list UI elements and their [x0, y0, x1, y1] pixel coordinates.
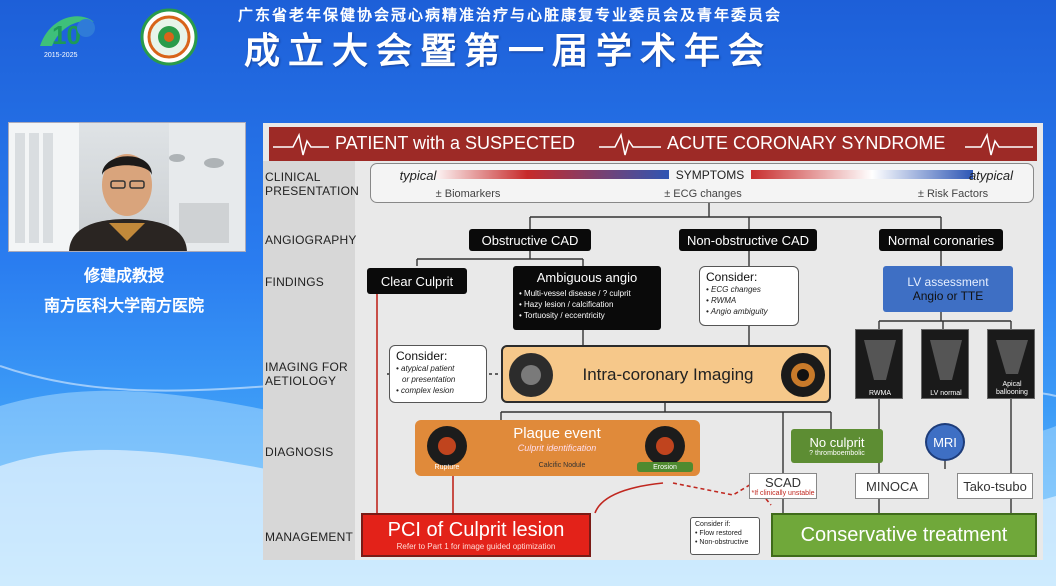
- ecg-changes-label: ± ECG changes: [664, 188, 742, 200]
- typical-gradient-bar: [431, 170, 671, 179]
- echo-image-lv-normal: LV normal: [921, 329, 969, 399]
- slide-title-left: PATIENT with a SUSPECTED: [335, 133, 576, 153]
- consider-item: • atypical patient: [396, 364, 455, 373]
- erosion-label: Erosion: [653, 463, 677, 471]
- consider-item: • Angio ambiguity: [706, 307, 768, 316]
- speaker-video-frame: [9, 123, 245, 251]
- intra-coronary-imaging-label: Intra-coronary Imaging: [582, 365, 754, 384]
- row-label-column: [263, 161, 355, 560]
- consider-findings-box: Consider: • ECG changes • RWMA • Angio a…: [699, 266, 799, 326]
- rupture-label: Rupture: [434, 463, 460, 471]
- echo-image-apical-ballooning: Apical ballooning: [987, 329, 1035, 399]
- speaker-video: [8, 122, 246, 252]
- ambiguous-item: • Tortuosity / eccentricity: [519, 311, 605, 320]
- symptoms-label: SYMPTOMS: [669, 167, 751, 183]
- conference-header: 10 2015-2025 广东省老年保健协会冠心病精准治疗与心脏康复专业委员会及…: [0, 0, 1056, 72]
- plaque-event-subtitle: Culprit identification: [517, 443, 597, 453]
- consider-item: • ECG changes: [706, 285, 761, 294]
- ecg-trace-icon: [273, 132, 1033, 156]
- slide-title-bar: PATIENT with a SUSPECTED ACUTE CORONARY …: [269, 127, 1037, 161]
- ambiguous-angio-box: Ambiguous angio • Multi-vessel disease /…: [513, 266, 661, 330]
- minoca-box: MINOCA: [855, 473, 929, 499]
- non-obstructive-cad-box: Non-obstructive CAD: [679, 229, 817, 251]
- consider-item: • RWMA: [706, 296, 737, 305]
- consider-item: or presentation: [402, 375, 456, 384]
- symptoms-atypical-label: atypical: [968, 167, 1014, 183]
- lv-assessment-box: LV assessment Angio or TTE: [883, 266, 1013, 312]
- pci-culprit-lesion-box: PCI of Culprit lesion Refer to Part 1 fo…: [361, 513, 591, 557]
- consider-imaging-box: Consider: • atypical patient or presenta…: [389, 345, 487, 403]
- ambiguous-item: • Hazy lesion / calcification: [519, 300, 614, 309]
- tako-tsubo-box: Tako-tsubo: [957, 473, 1033, 499]
- oct-image-icon: [509, 353, 825, 397]
- no-culprit-box: No culprit ? thromboembolic: [791, 429, 883, 463]
- slide-title-right: ACUTE CORONARY SYNDROME: [667, 133, 946, 153]
- consider-item: • Flow restored: [695, 530, 742, 537]
- speaker-affiliation: 南方医科大学南方医院: [43, 296, 204, 315]
- normal-coronaries-box: Normal coronaries: [879, 229, 1003, 251]
- association-seal-logo: [140, 8, 198, 66]
- presentation-slide: PATIENT with a SUSPECTED ACUTE CORONARY …: [263, 123, 1043, 560]
- conference-title: 成立大会暨第一届学术年会: [244, 31, 773, 72]
- row-label-findings: FINDINGS: [265, 275, 324, 289]
- plaque-oct-icon: [427, 426, 693, 472]
- row-label-imaging: IMAGING FOR AETIOLOGY: [265, 360, 348, 388]
- atypical-gradient-bar: [749, 170, 973, 179]
- consider-item: • complex lesion: [396, 386, 454, 395]
- row-label-clinical: CLINICAL PRESENTATION: [265, 170, 359, 198]
- risk-factors-label: ± Risk Factors: [917, 188, 989, 200]
- row-label-diagnosis: DIAGNOSIS: [265, 445, 334, 459]
- calcific-nodule-label: Calcific Nodule: [538, 461, 586, 469]
- consider-if-box: Consider if: • Flow restored • Non-obstr…: [690, 517, 760, 555]
- consider-item: • Non-obstructive: [695, 539, 749, 546]
- plaque-event-box: Plaque event Culprit identification Rupt…: [415, 420, 700, 476]
- scad-box: SCAD *If clinically unstable: [749, 473, 817, 499]
- speaker-name: 修建成教授: [83, 266, 164, 285]
- clear-culprit-box: Clear Culprit: [367, 268, 467, 294]
- logo-year: 2015-2025: [44, 52, 78, 59]
- plaque-event-title: Plaque event: [513, 424, 601, 442]
- obstructive-cad-box: Obstructive CAD: [469, 229, 591, 251]
- conference-subtitle: 广东省老年保健协会冠心病精准治疗与心脏康复专业委员会及青年委员会: [238, 6, 783, 24]
- intra-coronary-imaging-box: Intra-coronary Imaging: [501, 345, 831, 403]
- ambiguous-item: • Multi-vessel disease / ? culprit: [519, 289, 631, 298]
- row-label-angiography: ANGIOGRAPHY: [265, 233, 357, 247]
- anniversary-logo: 10 2015-2025: [40, 16, 95, 59]
- row-label-management: MANAGEMENT: [265, 530, 354, 544]
- echo-image-rwma: RWMA: [855, 329, 903, 399]
- conservative-treatment-box: Conservative treatment: [771, 513, 1037, 557]
- biomarkers-label: ± Biomarkers: [435, 188, 501, 200]
- symptoms-typical-label: typical: [399, 167, 437, 183]
- mri-node: MRI: [925, 423, 965, 461]
- svg-text:10: 10: [52, 20, 81, 50]
